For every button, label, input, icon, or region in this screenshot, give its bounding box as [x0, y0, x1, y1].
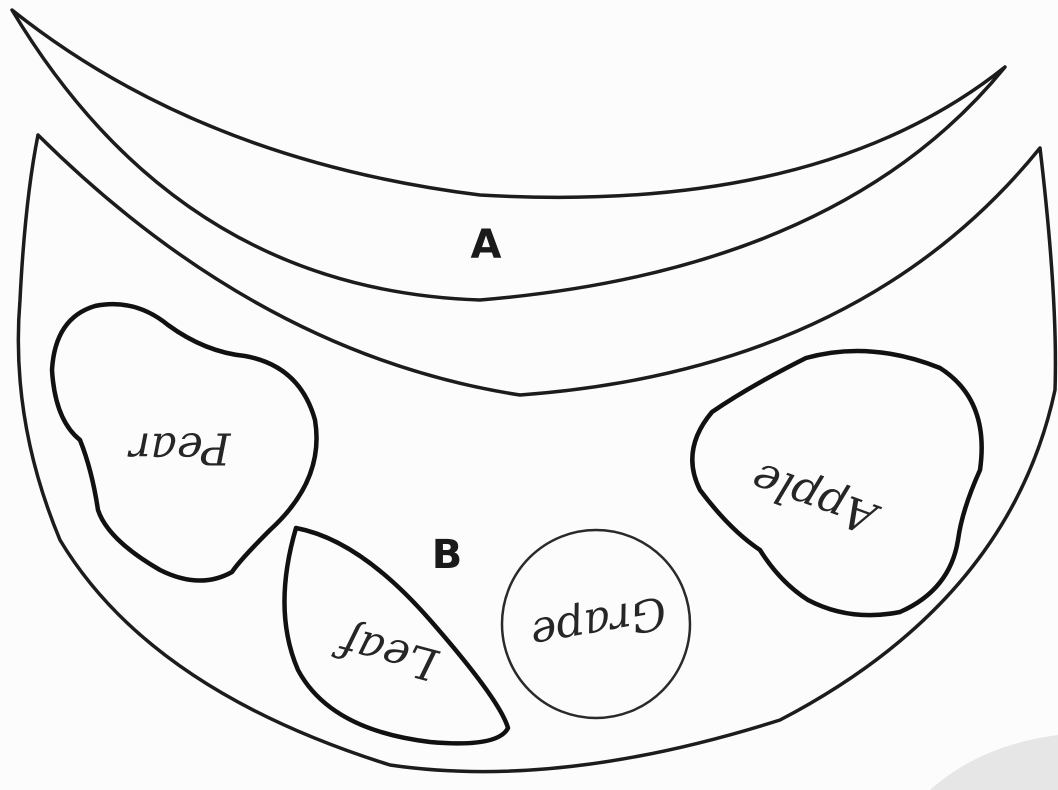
region-b-label: B [432, 532, 463, 578]
paper-smudge [930, 735, 1058, 790]
region-a-label: A [471, 222, 502, 268]
region-a-band [12, 10, 1005, 300]
apple-label: Apple [745, 452, 887, 545]
leaf-label: Leaf [329, 614, 444, 691]
grape-label: Grape [527, 586, 670, 660]
pear-label: Pear [127, 423, 232, 474]
